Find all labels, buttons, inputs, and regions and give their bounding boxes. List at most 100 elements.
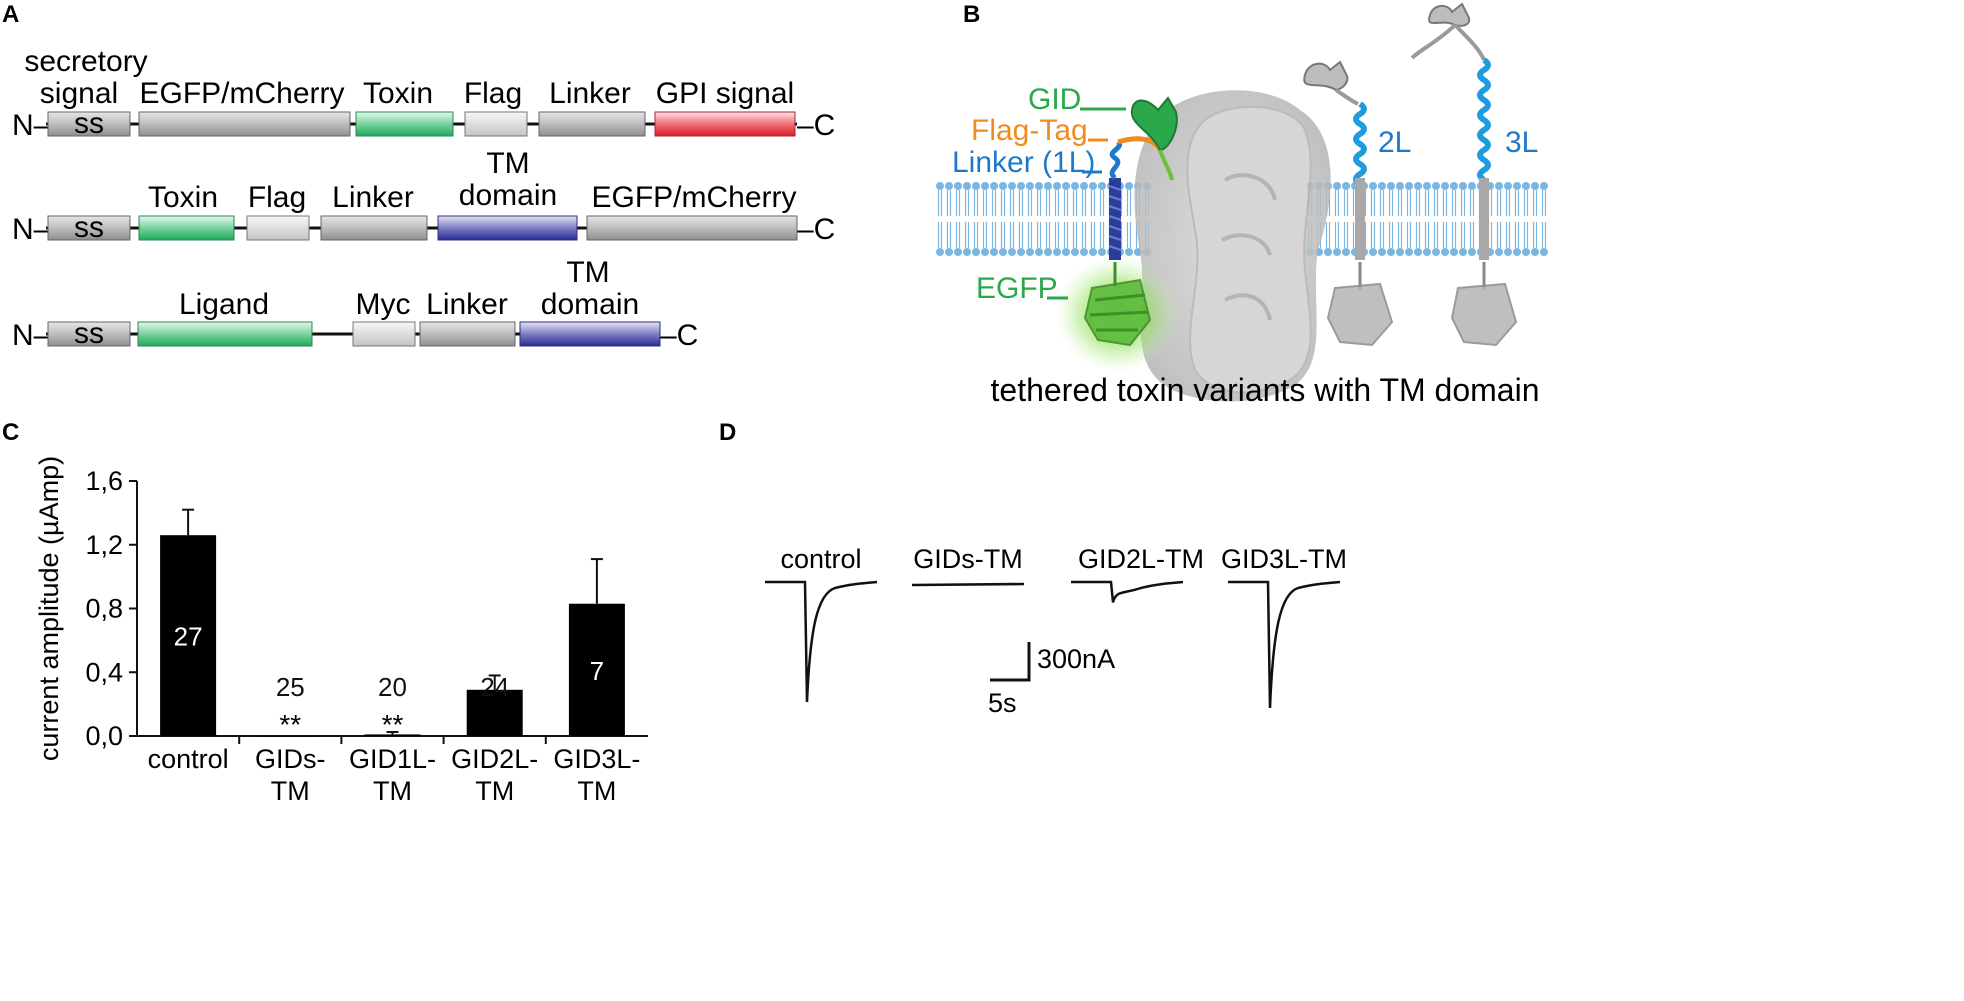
n-label: 25	[276, 672, 305, 702]
c-terminus: –C	[797, 213, 835, 246]
significance-marker: **	[279, 709, 301, 740]
n-terminus: N–	[12, 319, 51, 352]
scale-time-label: 5s	[988, 688, 1017, 718]
flag-tag-label: Flag-Tag	[971, 114, 1088, 147]
ligand-box	[137, 321, 313, 347]
significance-marker: **	[382, 709, 404, 740]
panel-d-label: D	[719, 419, 736, 446]
x-tick-label-line2: TM	[475, 776, 514, 806]
x-tick-label-line2: TM	[577, 776, 616, 806]
x-tick-label-line2: TM	[271, 776, 310, 806]
toxin-label: Toxin	[363, 77, 433, 110]
tm-domain-box	[519, 321, 661, 347]
x-tick-label: GID2L-	[451, 744, 538, 774]
tethered-toxin-2l: 2L	[1303, 60, 1411, 347]
panel-b: B 2L	[936, 1, 1548, 408]
y-tick-label: 0,4	[85, 657, 123, 687]
y-tick-label: 1,2	[85, 530, 123, 560]
trace-label: GID2L-TM	[1078, 544, 1204, 574]
linker-label: Linker	[332, 181, 414, 214]
secretory-signal-label-1: secretory	[24, 45, 147, 78]
tm-label-2: domain	[541, 288, 639, 321]
gid-label: GID	[1028, 83, 1081, 116]
label-3l: 3L	[1505, 126, 1538, 159]
panel-b-label: B	[963, 1, 980, 28]
n-label: 24	[480, 672, 509, 702]
current-trace	[765, 580, 878, 703]
toxin-box	[138, 215, 235, 241]
tm-label-1: TM	[486, 147, 529, 180]
bar	[262, 736, 319, 737]
scale-current-label: 300nA	[1037, 644, 1115, 674]
y-tick-label: 0,0	[85, 721, 123, 751]
panel-a: A N– –C ss secretory signal EGFP/mCherry…	[2, 1, 835, 352]
x-tick-label: GID3L-	[553, 744, 640, 774]
ion-channel-illustration	[1134, 90, 1331, 402]
y-tick-label: 0,8	[85, 594, 123, 624]
scale-bar	[990, 642, 1031, 682]
n-label: 27	[174, 622, 203, 652]
bar	[568, 603, 625, 736]
gid-toxin-icon	[1130, 96, 1178, 152]
construct-2: N– –C ss Toxin Flag Linker TM domain EGF…	[12, 147, 835, 246]
ligand-label: Ligand	[179, 288, 269, 321]
bar-chart: 0,0 0,4 0,8 1,2 1,6 current amplitude (µAmp) 2…	[34, 456, 648, 806]
ss-box	[47, 111, 131, 137]
bar	[364, 734, 421, 736]
current-traces: control GIDs-TM GID2L-TM GID3L-TM	[765, 544, 1347, 709]
gpi-box	[654, 111, 796, 137]
trace-label: control	[780, 544, 861, 574]
x-tick-label: GID1L-	[349, 744, 436, 774]
label-2l: 2L	[1378, 126, 1411, 159]
secretory-signal-label-2: signal	[40, 77, 118, 110]
egfp-label: EGFP/mCherry	[139, 77, 344, 110]
bar	[466, 689, 523, 736]
flag-label: Flag	[464, 77, 522, 110]
construct-1: N– –C ss secretory signal EGFP/mCherry T…	[12, 45, 835, 142]
trace-label: GIDs-TM	[913, 544, 1022, 574]
toxin-label: Toxin	[148, 181, 218, 214]
linker-1l-label: Linker (1L)	[952, 146, 1095, 179]
panel-b-caption: tethered toxin variants with TM domain	[991, 372, 1540, 408]
c-terminus: –C	[660, 319, 698, 352]
linker-box	[419, 321, 516, 347]
linker-label: Linker	[426, 288, 508, 321]
ss-box	[47, 215, 131, 241]
trace-label: GID3L-TM	[1221, 544, 1347, 574]
egfp-label: EGFP/mCherry	[591, 181, 796, 214]
n-label: 7	[590, 656, 604, 686]
egfp-b-label: EGFP	[976, 272, 1058, 305]
c-terminus: –C	[797, 109, 835, 142]
y-tick-label: 1,6	[85, 466, 123, 496]
y-axis-label: current amplitude (µAmp)	[34, 456, 64, 761]
x-tick-label-line2: TM	[373, 776, 412, 806]
linker-box	[320, 215, 428, 241]
linker-label: Linker	[549, 77, 631, 110]
egfp-box	[586, 215, 798, 241]
construct-3: N– –C ss Ligand Myc Linker TM domain	[12, 256, 698, 352]
current-trace	[1228, 580, 1341, 709]
panel-d: D control GIDs-TM GID2L-TM GID3L-TM 300nA 5…	[719, 419, 1347, 718]
linker-1l-coil	[1109, 140, 1122, 180]
ss-label: ss	[74, 107, 104, 140]
gpi-label: GPI signal	[656, 77, 794, 110]
myc-label: Myc	[356, 288, 411, 321]
egfp-box	[138, 111, 351, 137]
flag-box	[246, 215, 310, 241]
panel-a-label: A	[2, 1, 19, 28]
n-label: 20	[378, 672, 407, 702]
panel-c-label: C	[2, 419, 19, 446]
current-trace	[911, 582, 1025, 587]
n-terminus: N–	[12, 213, 51, 246]
current-trace	[1071, 580, 1184, 603]
tethered-toxin-3l: 3L	[1410, 2, 1538, 347]
ss-label: ss	[74, 211, 104, 244]
bar	[160, 535, 217, 736]
myc-box	[352, 321, 416, 347]
x-tick-label: control	[148, 744, 229, 774]
x-tick-label: GIDs-	[255, 744, 326, 774]
ss-box	[47, 321, 131, 347]
n-terminus: N–	[12, 109, 51, 142]
flag-label: Flag	[248, 181, 306, 214]
